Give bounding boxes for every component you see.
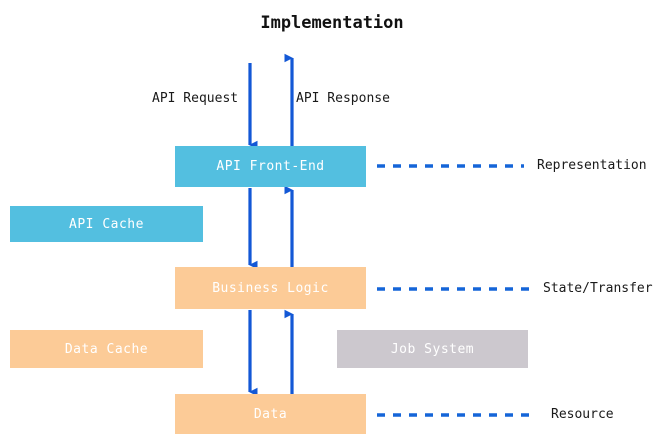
node-label: API Front-End [216,159,325,174]
flow-label-api-response: API Response [296,91,390,106]
side-label-state-transfer: State/Transfer [543,281,653,296]
node-label: Job System [390,341,475,357]
node-label: API Cache [69,216,144,232]
node-job-system[interactable]: Job System [337,330,528,368]
side-label-representation: Representation [537,158,647,173]
node-api-front-end[interactable]: API Front-End [175,146,366,187]
node-api-cache[interactable]: API Cache [10,206,203,242]
flow-label-api-request: API Request [152,91,239,106]
node-label: Data [253,406,288,422]
side-label-resource: Resource [551,407,614,422]
node-label: Data Cache [64,341,149,357]
node-label: Business Logic [212,280,329,296]
node-data[interactable]: Data [175,394,366,434]
page-title: Implementation [260,13,404,33]
node-data-cache[interactable]: Data Cache [10,330,203,368]
node-business-logic[interactable]: Business Logic [175,267,366,309]
